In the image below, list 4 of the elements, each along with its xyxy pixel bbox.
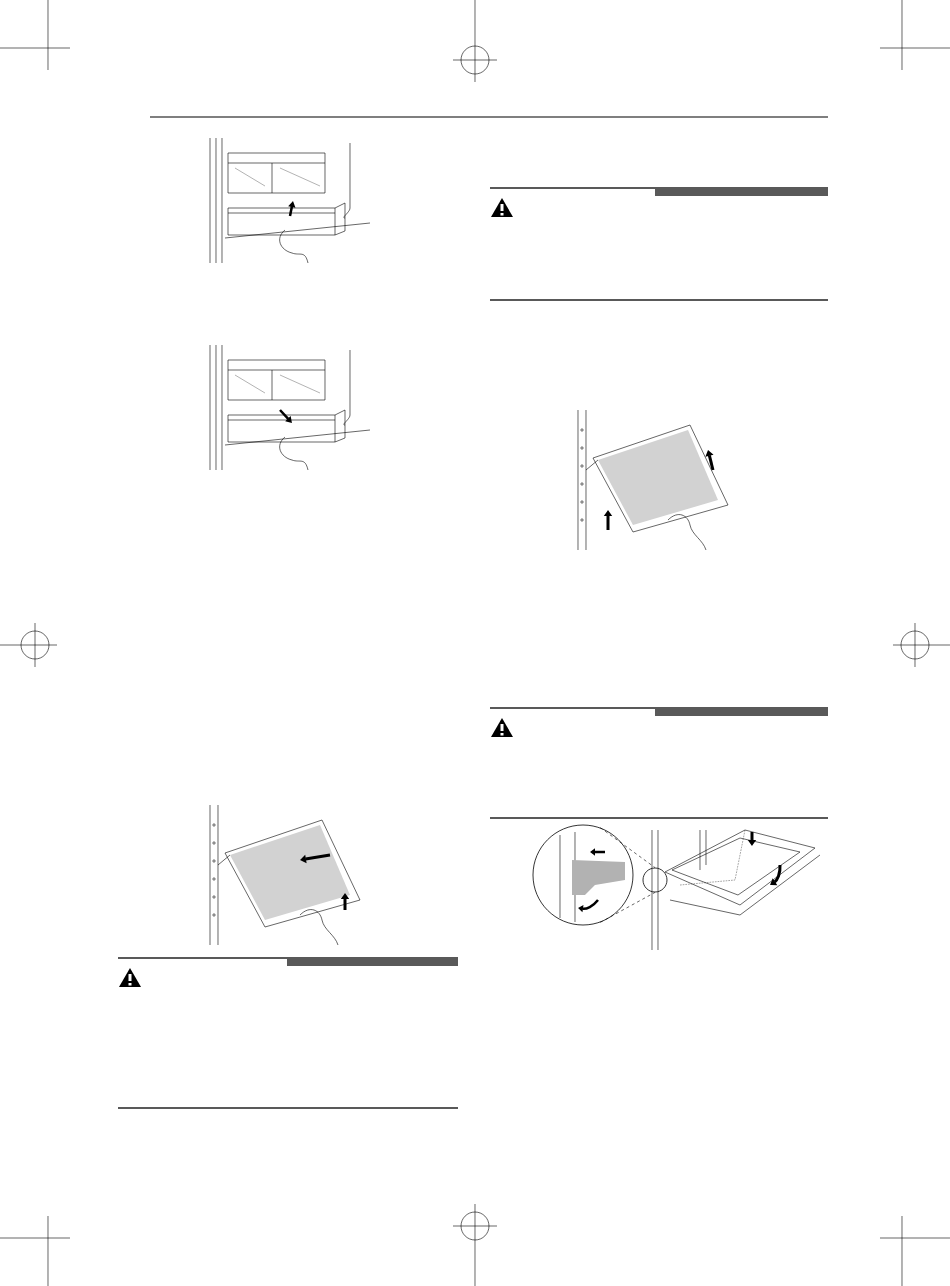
leader-line — [599, 892, 656, 923]
magnifier-circle — [532, 824, 634, 926]
leader-line — [599, 827, 656, 868]
magnifier-circle — [642, 867, 668, 893]
